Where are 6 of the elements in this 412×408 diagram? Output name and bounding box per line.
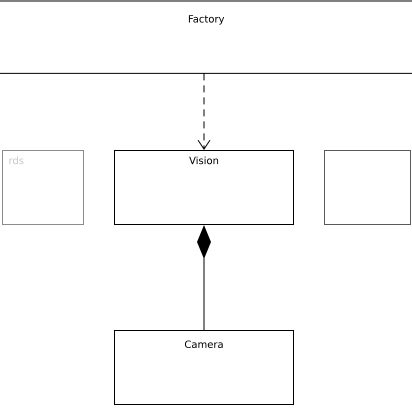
class-box: Vision: [114, 150, 294, 225]
class-box: Camera: [114, 330, 294, 405]
class-box: rds: [2, 150, 84, 225]
empty-box: [324, 150, 411, 225]
band: Factory: [0, 0, 412, 74]
dependency-arrow: [198, 72, 210, 150]
